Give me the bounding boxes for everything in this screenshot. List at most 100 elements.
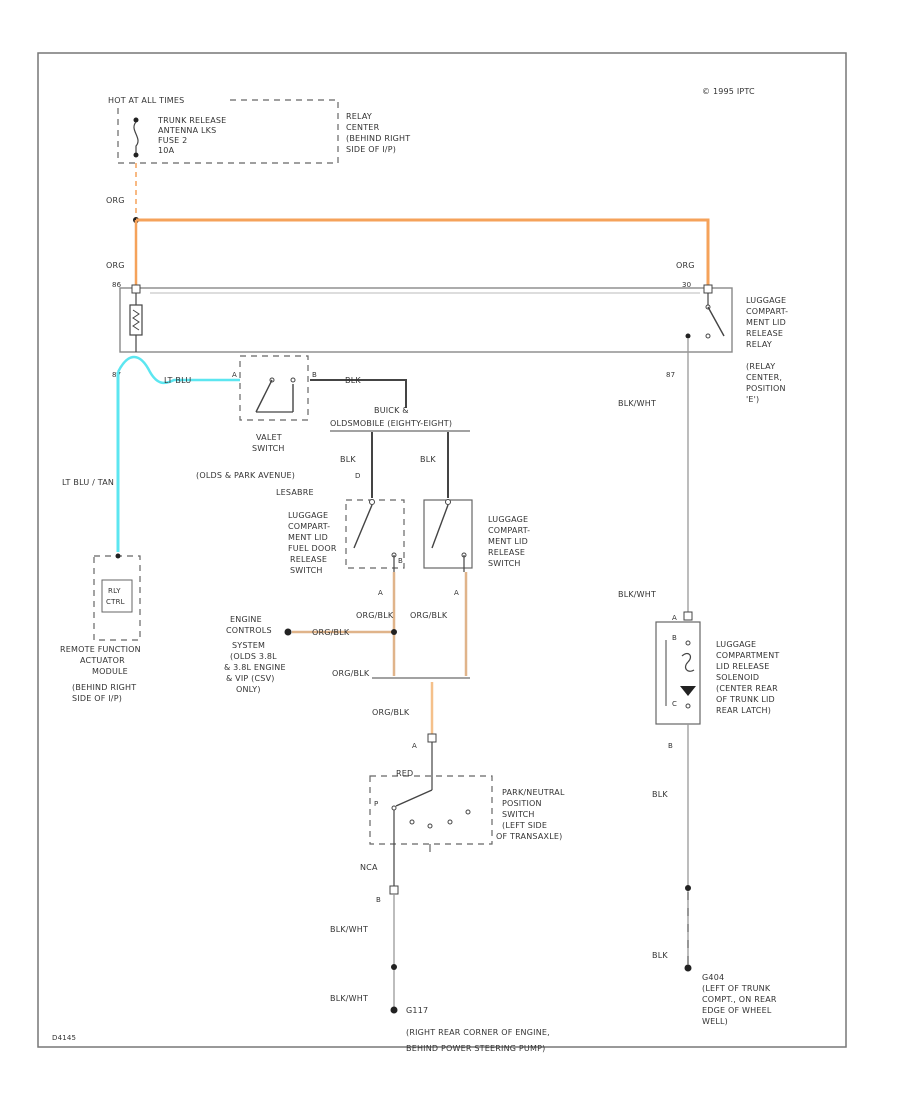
engine-controls-desc-4: (OLDS 3.8L — [230, 652, 277, 661]
remote-module-desc-4: (BEHIND RIGHT — [72, 683, 136, 692]
right-switch-desc-5: SWITCH — [488, 559, 521, 568]
wire-lt-blu — [116, 355, 240, 385]
wire-label-org-blk-1: ORG/BLK — [356, 611, 394, 620]
wire-label-blk-wht-right: BLK/WHT — [618, 399, 656, 408]
pn-contact-4 — [465, 809, 471, 815]
wire-label-org-right: ORG — [676, 261, 695, 270]
pn-desc-2: POSITION — [502, 799, 542, 808]
pn-contact-2 — [427, 823, 433, 829]
wire-label-org-top: ORG — [106, 196, 125, 205]
solenoid-coil — [681, 652, 695, 672]
solenoid-contact-b — [685, 640, 691, 646]
right-switch-desc-3: MENT LID — [488, 537, 528, 546]
fuel-door-desc-1: LUGGAGE — [288, 511, 328, 520]
wire-blk-valet — [310, 379, 407, 408]
relay-desc-6: (RELAY — [746, 362, 775, 371]
solenoid-contact-c — [685, 703, 691, 709]
right-switch-desc-1: LUGGAGE — [488, 515, 528, 524]
pn-desc-5: OF TRANSAXLE) — [496, 832, 562, 841]
pn-contact-1 — [409, 819, 415, 825]
fuse-terminal-bottom — [133, 152, 139, 158]
remote-module-inner — [101, 579, 133, 613]
ground-g117-desc-1: (RIGHT REAR CORNER OF ENGINE, — [406, 1028, 550, 1037]
luggage-lid-solenoid: A B C LUGGAGE COMPARTMENT LID RELEASE SO… — [655, 611, 779, 725]
buick-label-2: OLDSMOBILE (EIGHTY-EIGHT) — [330, 419, 452, 428]
relay-center-line-4: SIDE OF I/P) — [346, 145, 396, 154]
luggage-relay: 86 30 LUGGAGE COMPART- MENT LID RELEASE … — [112, 281, 788, 404]
solenoid-desc-5: (CENTER REAR — [716, 684, 778, 693]
ground-g404-id: G404 — [702, 973, 724, 982]
relay-pin-87-right: 87 — [666, 371, 675, 379]
ground-g404-desc-3: EDGE OF WHEEL — [702, 1006, 772, 1015]
fuse-block: HOT AT ALL TIMES TRUNK RELEASE ANTENNA L… — [108, 96, 410, 164]
wire-org-to-relay-30 — [136, 218, 710, 285]
solenoid-pin-b-outer: B — [668, 742, 673, 750]
solenoid-desc-6: OF TRUNK LID — [716, 695, 775, 704]
relay-desc-5: RELAY — [746, 340, 772, 349]
pn-pin-b: B — [376, 896, 381, 904]
relay-desc-8: POSITION — [746, 384, 786, 393]
engine-controls-desc-6: & VIP (CSV) — [226, 674, 275, 683]
fuse-block-outline — [117, 99, 339, 164]
right-switch-pin-a: A — [454, 589, 459, 597]
splice-engine-junction — [391, 629, 397, 635]
wire-label-lt-blu: LT BLU — [164, 376, 191, 385]
right-switch-desc-2: COMPART- — [488, 526, 530, 535]
valet-desc-1: VALET — [256, 433, 282, 442]
fuel-door-release-switch: LUGGAGE COMPART- MENT LID FUEL DOOR RELE… — [288, 499, 405, 597]
wire-label-blk-right: BLK — [652, 790, 668, 799]
fuse-line-4: 10A — [158, 146, 175, 155]
pn-desc-1: PARK/NEUTRAL — [502, 788, 565, 797]
engine-controls-desc-7: ONLY) — [236, 685, 261, 694]
relay-coil-winding — [132, 309, 140, 331]
pn-pin-a: A — [412, 742, 417, 750]
relay-contact-no — [705, 333, 711, 339]
remote-module-desc-2: ACTUATOR — [80, 656, 125, 665]
valet-pin-a: A — [232, 371, 237, 379]
buick-label-1: BUICK & — [374, 406, 409, 415]
left-switch-pin-a: A — [378, 589, 383, 597]
relay-terminal-86 — [131, 284, 141, 294]
olds-park-label: (OLDS & PARK AVENUE) — [196, 471, 295, 480]
solenoid-plunger — [680, 686, 696, 696]
switch-left-pin-d: D — [355, 472, 361, 480]
relay-desc-7: CENTER, — [746, 373, 782, 382]
fuel-door-desc-5: RELEASE — [290, 555, 327, 564]
splice-blk-wht-bottom — [391, 964, 397, 970]
lesabre-label: LESABRE — [276, 488, 314, 497]
ground-g117-desc-2: BEHIND POWER STEERING PUMP) — [406, 1044, 545, 1053]
solenoid-desc-1: LUGGAGE — [716, 640, 756, 649]
remote-module-desc-3: MODULE — [92, 667, 128, 676]
relay-center-line-3: (BEHIND RIGHT — [346, 134, 410, 143]
fuel-door-desc-3: MENT LID — [288, 533, 328, 542]
right-switch-desc-4: RELEASE — [488, 548, 525, 557]
wire-label-blk-wht-bottom-1: BLK/WHT — [330, 925, 368, 934]
pn-contact-p — [391, 805, 397, 811]
left-switch-arm — [353, 504, 373, 549]
relay-box — [119, 287, 733, 353]
wire-label-blk-left: BLK — [340, 455, 356, 464]
relay-contact-out — [685, 333, 691, 339]
fuse-line-1: TRUNK RELEASE — [157, 116, 226, 125]
left-switch-top-contact — [369, 499, 375, 505]
relay-desc-4: RELEASE — [746, 329, 783, 338]
wire-label-org-blk-5: ORG/BLK — [372, 708, 410, 717]
wire-label-blk-right-lower: BLK — [652, 951, 668, 960]
fuel-door-desc-6: SWITCH — [290, 566, 323, 575]
valet-pin-b: B — [312, 371, 317, 379]
splice-blk-right — [685, 885, 691, 891]
solenoid-desc-2: COMPARTMENT — [716, 651, 779, 660]
park-neutral-switch: RED P PARK/NEUTRAL POSITION SWITCH (LEFT… — [369, 742, 565, 886]
ground-g117-id: G117 — [406, 1006, 428, 1015]
pn-terminal-a — [427, 733, 437, 743]
ground-g404-desc-1: (LEFT OF TRUNK — [702, 984, 771, 993]
fuse-line-3: FUSE 2 — [158, 136, 187, 145]
luggage-release-switch: LUGGAGE COMPART- MENT LID RELEASE SWITCH… — [423, 499, 530, 597]
engine-controls-desc-2: CONTROLS — [226, 626, 272, 635]
left-switch-pin-b: B — [398, 557, 403, 565]
relay-terminal-30 — [703, 284, 713, 294]
solenoid-desc-3: LID RELEASE — [716, 662, 769, 671]
wire-label-org-blk-4: ORG/BLK — [332, 669, 370, 678]
engine-controls-desc-5: & 3.8L ENGINE — [224, 663, 286, 672]
engine-controls-desc-3: SYSTEM — [232, 641, 265, 650]
